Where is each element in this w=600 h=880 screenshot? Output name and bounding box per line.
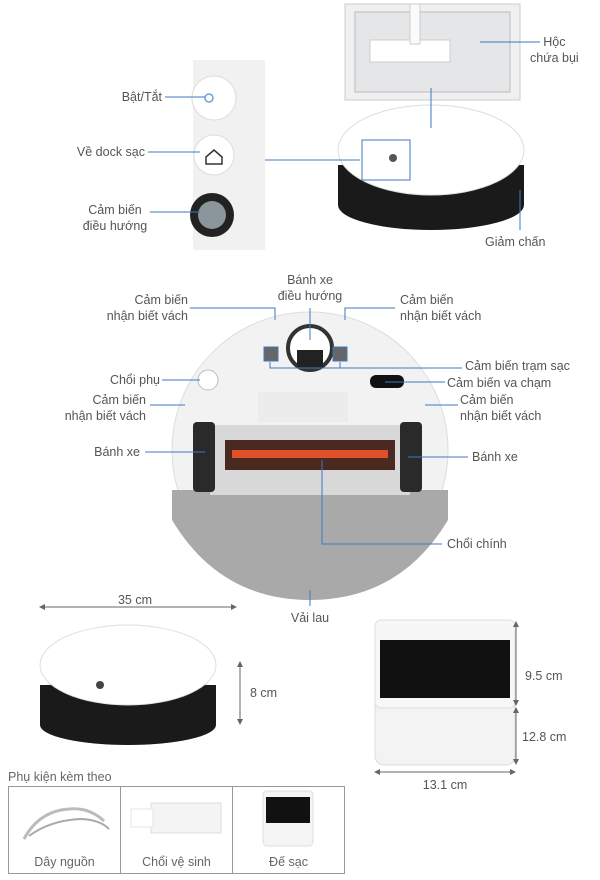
accessory-power-cord: Dây nguồn bbox=[9, 787, 121, 873]
dock-image bbox=[374, 619, 516, 766]
label-cliff-sensor-top-left: Cảm biến nhận biết vách bbox=[106, 293, 188, 323]
label-side-brush: Chổi phụ bbox=[109, 373, 160, 387]
accessory-label: Chổi vệ sinh bbox=[142, 855, 211, 869]
bottom-leader-lines bbox=[145, 307, 468, 606]
charging-dock-icon bbox=[262, 790, 314, 847]
accessories-title: Phụ kiện kèm theo bbox=[8, 770, 112, 784]
robot-side-image bbox=[39, 624, 217, 745]
label-mop: Vải lau bbox=[290, 611, 330, 625]
label-nav-sensor: Cảm biến điều hướng bbox=[82, 203, 148, 233]
home-icon bbox=[205, 149, 223, 165]
dimension-arrows bbox=[39, 604, 519, 775]
power-cord-icon bbox=[22, 807, 110, 840]
button-panel-image bbox=[190, 60, 265, 250]
label-dock-sensor: Cảm biến trạm sạc bbox=[465, 359, 570, 373]
label-nav-wheel: Bánh xe điều hướng bbox=[277, 273, 343, 303]
label-cliff-sensor-mid-right: Cảm biến nhận biết vách bbox=[460, 393, 542, 423]
label-main-brush: Chổi chính bbox=[447, 537, 507, 551]
label-dust-bin: Hộc chứa bụi bbox=[530, 35, 579, 65]
label-power-button: Bật/Tắt bbox=[121, 90, 162, 104]
label-cliff-sensor-top-right: Cảm biến nhận biết vách bbox=[400, 293, 482, 323]
accessory-charging-dock: Đế sạc bbox=[233, 787, 344, 873]
top-leader-lines bbox=[148, 41, 540, 230]
accessory-label: Đế sạc bbox=[269, 855, 308, 869]
accessory-cleaning-brush: Chổi vệ sinh bbox=[121, 787, 233, 873]
dust-bin-image bbox=[344, 3, 521, 101]
label-bumper: Giảm chấn bbox=[485, 235, 546, 249]
dim-dock-width: 13.1 cm bbox=[422, 778, 468, 792]
accessories-box: Dây nguồn Chổi vệ sinh Đế sạc bbox=[8, 786, 345, 874]
cleaning-brush-icon bbox=[130, 802, 222, 834]
label-wheel-left: Bánh xe bbox=[94, 445, 140, 459]
robot-bottom-image bbox=[171, 311, 449, 600]
dim-robot-height: 8 cm bbox=[250, 686, 278, 700]
power-icon bbox=[204, 93, 214, 103]
label-dock-button: Về dock sạc bbox=[76, 145, 145, 159]
robot-top-image bbox=[337, 104, 525, 230]
dim-dock-depth: 12.8 cm bbox=[522, 730, 567, 744]
dim-robot-width: 35 cm bbox=[117, 593, 153, 607]
label-wheel-right: Bánh xe bbox=[472, 450, 518, 464]
dim-dock-height: 9.5 cm bbox=[525, 669, 563, 683]
accessory-label: Dây nguồn bbox=[34, 855, 95, 869]
label-collision-sensor: Cảm biến va chạm bbox=[447, 376, 552, 390]
label-cliff-sensor-mid-left: Cảm biến nhận biết vách bbox=[64, 393, 146, 423]
